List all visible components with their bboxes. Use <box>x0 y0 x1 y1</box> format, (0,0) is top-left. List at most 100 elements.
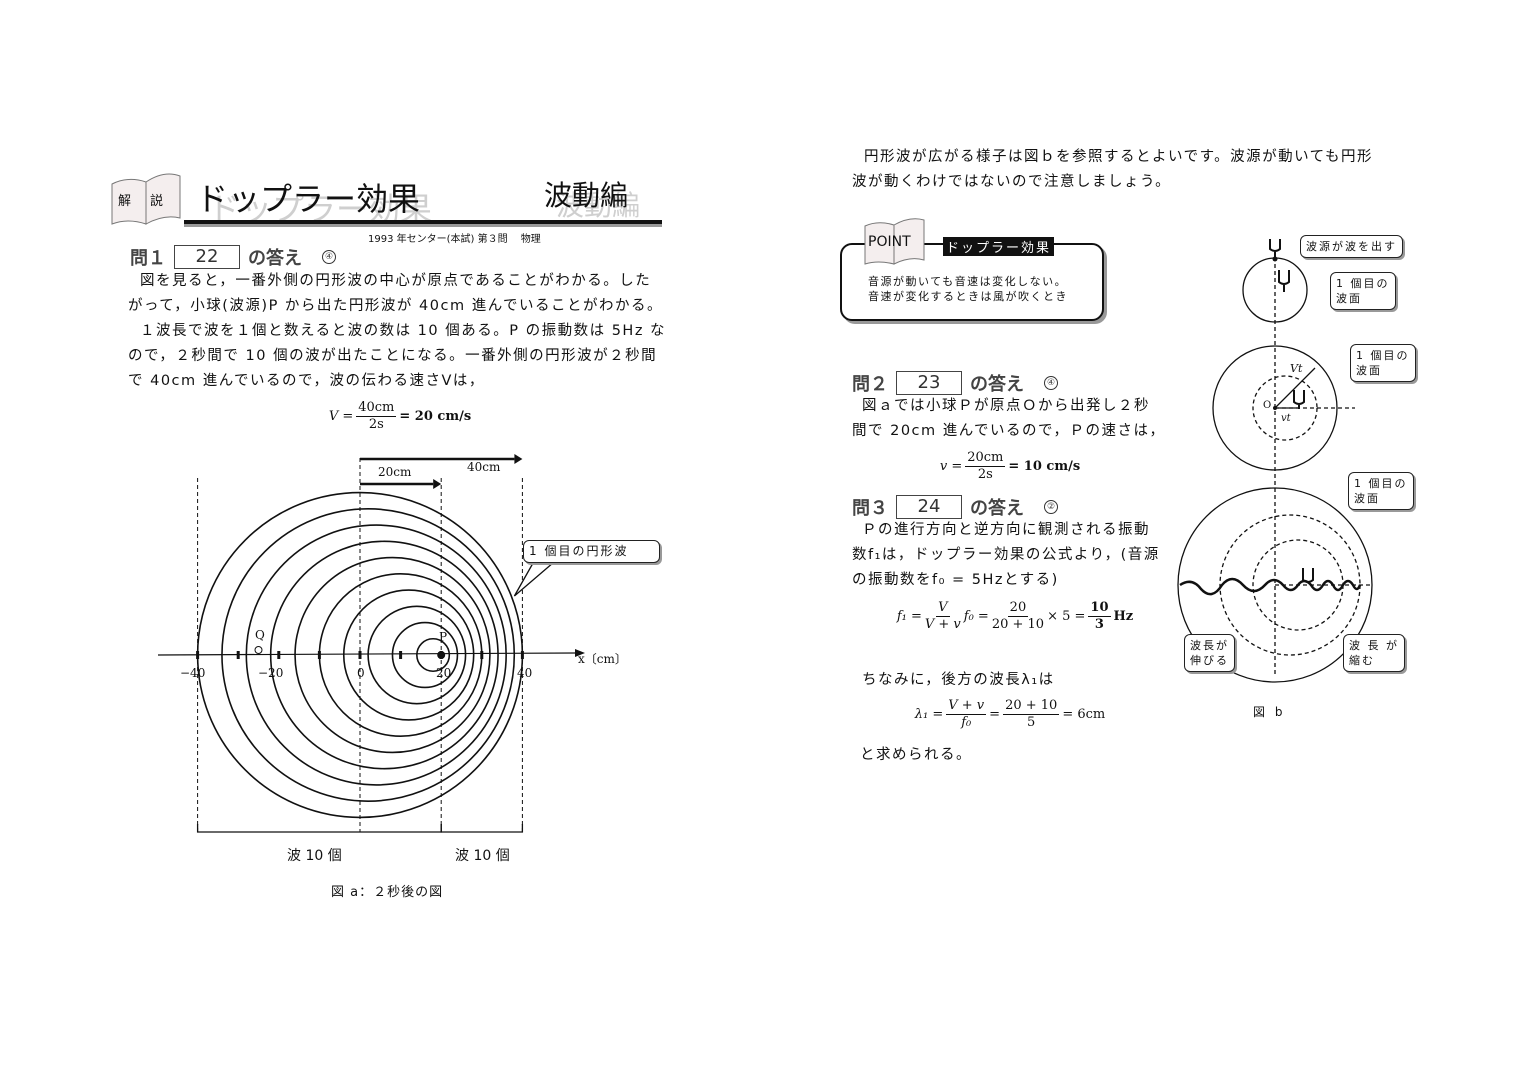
numerator: 20 <box>1007 600 1029 617</box>
line: 波が動くわけではないので注意しましょう。 <box>852 174 1172 190</box>
q2-paragraph: 図ａでは小球Ｐが原点Ｏから出発し２秒 間で 20cm 進んでいるので，Ｐの速さは… <box>852 394 1172 444</box>
q1-label: 問１ <box>130 248 166 269</box>
numerator: 20 + 10 <box>1003 698 1060 715</box>
numerator: 10 <box>1088 600 1111 617</box>
q2-answer: ④ <box>1044 376 1058 390</box>
line: 図ａでは小球Ｐが原点Ｏから出発し２秒 <box>862 398 1150 414</box>
denominator: f₀ <box>961 715 972 730</box>
callout-front-1: 1 個目の 波面 <box>1330 272 1396 310</box>
line: 図を見ると，一番外側の円形波の中心が原点であることがわかる。した <box>140 273 652 289</box>
callout-first-wave: 1 個目の円形波 <box>523 540 660 563</box>
callout-stretch: 波長が 伸びる <box>1184 634 1235 672</box>
label-o: O <box>1263 400 1272 411</box>
wavefront-circle <box>391 621 459 689</box>
point-q-label: Q <box>255 628 265 642</box>
q3-end: と求められる。 <box>860 747 972 763</box>
q3-answer: ② <box>1044 500 1058 514</box>
open-book-icon <box>111 173 181 225</box>
callout-source: 波源が波を出す <box>1300 235 1403 258</box>
figure-a-caption: 図 a：２秒後の図 <box>331 885 444 900</box>
q1-suffix: の答え <box>248 248 302 269</box>
wavefront-circle <box>245 524 507 786</box>
q2-heading: 問２ 23 の答え ④ <box>852 370 1058 396</box>
line: 音速が変化するときは風が吹くとき <box>868 290 1068 303</box>
numerator: V <box>936 600 950 617</box>
point-title: ドップラー効果 <box>943 237 1055 256</box>
line: １波長で波を１個と数えると波の数は 10 個ある。P の振動数は 5Hz な <box>140 323 667 339</box>
q1-paragraph: 図を見ると，一番外側の円形波の中心が原点であることがわかる。した がって，小球(… <box>128 269 668 394</box>
header: 解 説 ドップラー効果 波動編 <box>108 170 663 230</box>
wavefront-3 <box>1177 487 1373 683</box>
line: 間で 20cm 進んでいるので，Ｐの速さは， <box>852 423 1166 439</box>
tick-label: 40 <box>517 666 533 680</box>
wavefront-2 <box>1212 345 1338 471</box>
x-axis <box>157 652 576 656</box>
q3-heading: 問３ 24 の答え ② <box>852 494 1058 520</box>
q3-answer-box: 24 <box>896 495 962 519</box>
label-vt: vt <box>1281 413 1291 424</box>
arrowhead <box>433 479 442 489</box>
tick-label: −40 <box>180 666 206 680</box>
source-note: 1993 年センター(本試) 第３問 物理 <box>368 234 541 245</box>
line: 数f₁は，ドップラー効果の公式より，(音源 <box>852 547 1160 563</box>
brace-left <box>196 824 442 833</box>
arrow-20-label: 20cm <box>378 465 412 479</box>
point-p-label: P <box>439 630 448 644</box>
category-title: 波動編 <box>544 179 629 212</box>
figure-a <box>157 454 585 833</box>
figure-b <box>1177 239 1373 683</box>
numerator: 40cm <box>356 400 397 417</box>
wavefront-circle <box>294 556 491 754</box>
q1-heading: 問１ 22 の答え ④ <box>130 244 336 270</box>
brace-right-label: 波 10 個 <box>455 848 510 864</box>
denominator: 2s <box>977 467 993 482</box>
brace-left-label: 波 10 個 <box>287 848 342 864</box>
q3-paragraph: Ｐの進行方向と逆方向に観測される振動 数f₁は，ドップラー効果の公式より，(音源… <box>852 518 1172 593</box>
arrow-Vt <box>1274 367 1316 409</box>
callout-front-2: 1 個目の 波面 <box>1350 344 1416 382</box>
intro-paragraph: 円形波が広がる様子は図ｂを参照するとよいです。波源が動いても円形 波が動くわけで… <box>852 145 1392 195</box>
axis-label: x〔cm〕 <box>578 652 627 666</box>
point-p <box>437 651 446 659</box>
formula-lhs: v = <box>939 459 963 474</box>
wave-line <box>1179 577 1362 596</box>
point-q <box>254 646 263 654</box>
numerator: V + v <box>946 698 987 715</box>
denominator: 20 + 10 <box>991 617 1045 632</box>
q1-answer-box: 22 <box>174 245 240 269</box>
denominator: 3 <box>1094 617 1104 632</box>
formula-part: × 5 = <box>1047 609 1086 624</box>
wavefront-circle <box>416 637 451 673</box>
tuning-fork-icon <box>1269 239 1314 583</box>
line: がって，小球(波源)P から出た円形波が 40cm 進んでいることがわかる。 <box>128 298 663 314</box>
formula-result: = 20 cm/s <box>399 409 472 424</box>
tick-label: −20 <box>258 666 284 680</box>
arrowhead <box>514 454 523 464</box>
denominator: 2s <box>368 417 384 432</box>
formula-part: f₀ = <box>963 609 989 624</box>
line: Ｐの進行方向と逆方向に観測される振動 <box>862 522 1150 538</box>
q3-note: ちなみに，後方の波長λ₁は <box>862 672 1055 688</box>
q1-answer: ④ <box>322 250 336 264</box>
page-title: ドップラー効果 <box>196 180 421 218</box>
q2-answer-box: 23 <box>896 371 962 395</box>
header-rule <box>184 220 662 224</box>
arrow-40-label: 40cm <box>467 460 501 474</box>
formula-part: = <box>989 707 1001 722</box>
figure-b-caption: 図 b <box>1253 705 1286 719</box>
label-Vt: Vt <box>1290 362 1303 375</box>
q2-label: 問２ <box>852 374 888 395</box>
line: で 40cm 進んでいるので，波の伝わる速さVは， <box>128 373 485 389</box>
formula-result: = 10 cm/s <box>1008 459 1081 474</box>
wavefront-circle <box>342 589 475 721</box>
q2-suffix: の答え <box>970 374 1024 395</box>
badge-right: 説 <box>150 194 164 209</box>
point-body: 音源が動いても音速は変化しない。 音速が変化するときは風が吹くとき <box>868 274 1068 304</box>
line: 音源が動いても音速は変化しない。 <box>868 275 1068 288</box>
line: ので，２秒間で 10 個の波が出たことになる。一番外側の円形波が２秒間 <box>128 348 658 364</box>
formula-unit: Hz <box>1113 609 1134 624</box>
tick-label: 0 <box>357 666 365 680</box>
